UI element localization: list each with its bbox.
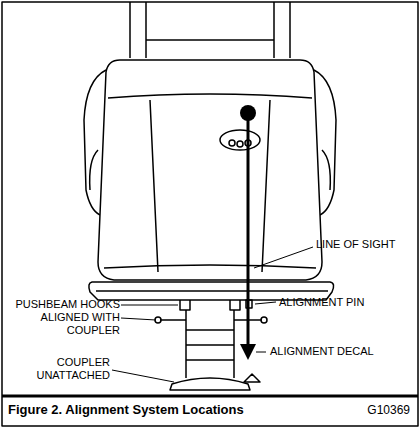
callout-label: ALIGNMENT DECAL bbox=[270, 345, 400, 358]
figure-caption: Figure 2. Alignment System Locations bbox=[8, 402, 244, 417]
callout-label: PUSHBEAM HOOKS ALIGNED WITH COUPLER bbox=[12, 298, 120, 337]
callout-label: COUPLER UNATTACHED bbox=[26, 356, 110, 382]
callout-label: LINE OF SIGHT bbox=[316, 238, 416, 251]
figure-code: G10369 bbox=[330, 404, 410, 417]
callout-label: ALIGNMENT PIN bbox=[279, 296, 399, 309]
